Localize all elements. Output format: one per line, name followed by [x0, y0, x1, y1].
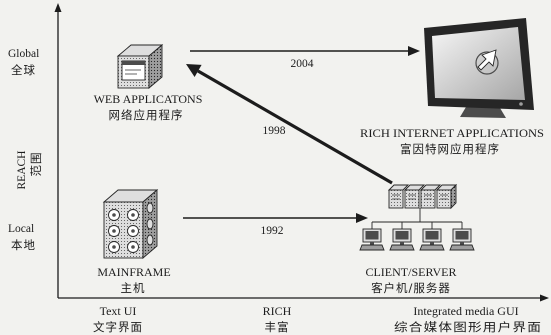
side-reel — [146, 218, 154, 230]
axes — [54, 3, 549, 302]
transition-1992: 1992 — [183, 213, 368, 237]
client-neck — [400, 242, 404, 245]
node-web-applications: WEB APPLICATONS 网络应用程序 — [94, 44, 203, 122]
web-applications-label: WEB APPLICATONS — [94, 92, 203, 106]
mainframe-icon — [102, 189, 159, 259]
transition-1998: 1998 — [186, 64, 393, 185]
node-rich-internet-applications: RICH INTERNET APPLICATIONS 富因特网应用程序 — [360, 18, 544, 156]
node-mainframe: MAINFRAME 主机 — [97, 189, 171, 295]
client-screen — [365, 231, 379, 240]
reach-axis-title-zh: 范围 — [29, 152, 43, 177]
client-server-network-icon — [359, 183, 475, 251]
client-computer — [419, 228, 445, 251]
reach-low-label-zh: 本地 — [11, 238, 36, 252]
year-label-1992: 1992 — [261, 225, 284, 237]
rich-internet-applications-label: RICH INTERNET APPLICATIONS — [360, 126, 544, 140]
client-base — [449, 244, 475, 251]
client-neck — [370, 242, 374, 245]
server-rack-side — [450, 183, 457, 210]
richness-text-ui-label: Text UI — [100, 304, 137, 318]
mainframe-reels — [108, 202, 154, 253]
year-label-1998: 1998 — [263, 125, 286, 137]
client-computer — [389, 228, 415, 251]
transition-2004: 2004 — [190, 46, 420, 70]
cursor-arrow-icon — [477, 49, 497, 71]
monitor-stand — [460, 107, 506, 118]
reach-axis-title: REACH — [16, 151, 28, 190]
cursor-target-ring — [475, 51, 499, 75]
arrow-client-server-to-web — [197, 69, 393, 185]
reach-low-label: Local — [8, 223, 34, 235]
reach-high-label-zh: 全球 — [11, 63, 36, 77]
richness-integrated-media-gui-label: Integrated media GUI — [413, 304, 518, 318]
tape-reel-hub — [112, 213, 116, 217]
tape-reel-hub — [131, 229, 135, 233]
rich-internet-applications-label-zh: 富因特网应用程序 — [400, 142, 500, 156]
client-screen — [395, 231, 409, 240]
client-base — [419, 244, 445, 251]
client-screen — [455, 231, 469, 240]
tape-reel-hub — [131, 213, 135, 217]
reach-high-label: Global — [8, 48, 39, 60]
server-rack — [387, 183, 458, 210]
client-computer — [449, 228, 475, 251]
browser-title-bar — [122, 61, 145, 65]
web-icon-side-face — [148, 44, 163, 89]
client-screen — [425, 231, 439, 240]
richness-axis-arrowhead — [540, 294, 549, 302]
arrow-mainframe-to-client-server-head — [356, 213, 368, 223]
year-label-2004: 2004 — [291, 58, 314, 70]
client-server-label-zh: 客户机/服务器 — [371, 281, 451, 295]
arrow-web-to-ria-head — [408, 46, 420, 56]
monitor-cursor-icon — [424, 18, 534, 118]
monitor-power-button — [519, 102, 523, 106]
side-reel — [146, 234, 154, 246]
tape-reel-hub — [131, 245, 135, 249]
client-neck — [460, 242, 464, 245]
network-links — [371, 208, 463, 229]
richness-text-ui-label-zh: 文字界面 — [93, 320, 143, 334]
tape-reel-hub — [112, 245, 116, 249]
reach-axis-arrowhead — [54, 3, 62, 12]
client-server-label: CLIENT/SERVER — [365, 265, 456, 279]
client-base — [359, 244, 385, 251]
web-applications-label-zh: 网络应用程序 — [109, 108, 184, 122]
web-application-icon — [116, 44, 164, 89]
tape-reel-hub — [112, 229, 116, 233]
mainframe-label-zh: 主机 — [121, 281, 146, 295]
client-base — [389, 244, 415, 251]
arrow-client-server-to-web-head — [186, 64, 202, 77]
client-neck — [430, 242, 434, 245]
side-reel — [146, 202, 154, 214]
richness-rich-label-zh: 丰富 — [265, 320, 290, 334]
node-client-server: CLIENT/SERVER 客户机/服务器 — [359, 183, 475, 295]
richness-rich-label: RICH — [263, 304, 292, 318]
client-computer — [359, 228, 385, 251]
monitor-screen — [432, 27, 525, 100]
mainframe-label: MAINFRAME — [97, 265, 170, 279]
richness-integrated-media-gui-label-zh: 综合媒体图形用户界面 — [394, 320, 542, 334]
